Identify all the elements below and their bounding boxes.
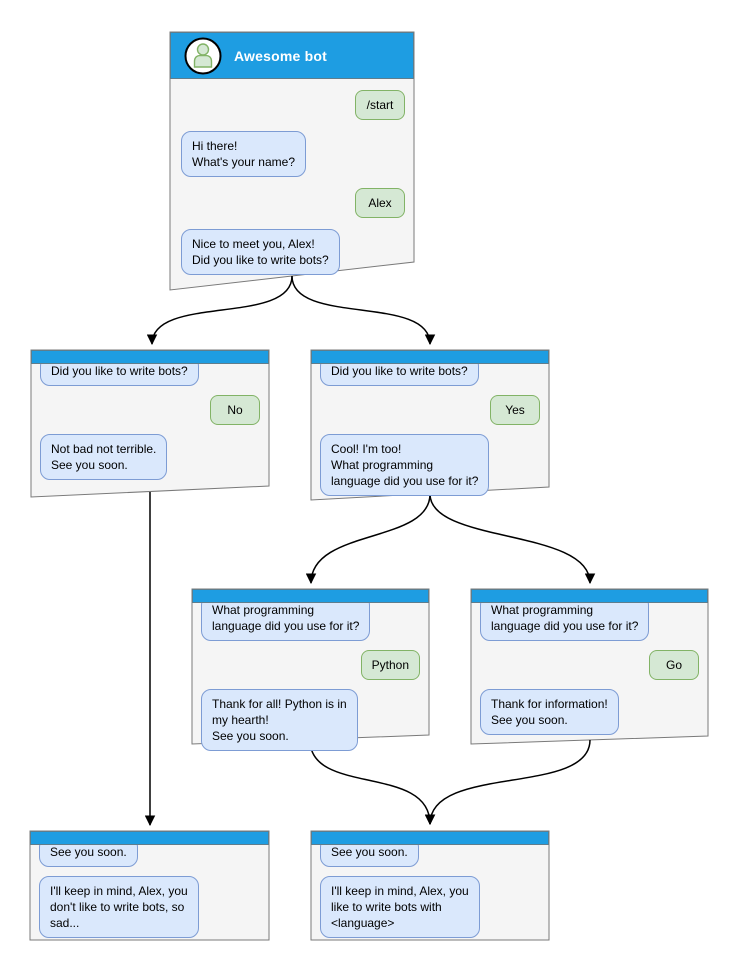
message-list: See you soon. I'll keep in mind, Alex, y…	[311, 837, 549, 938]
arrow-go-to-end-yes	[424, 739, 591, 826]
bot-message-bubble: Nice to meet you, Alex! Did you like to …	[181, 229, 340, 275]
window-header	[471, 589, 708, 603]
user-message-bubble: Go	[649, 650, 699, 680]
user-message-bubble: /start	[355, 90, 405, 120]
arrow-start-to-yes	[291, 275, 436, 346]
chat-window-no-branch: Did you like to write bots? No Not bad n…	[31, 350, 269, 497]
bot-message-bubble: Cool! I'm too! What programming language…	[320, 434, 490, 496]
user-message-bubble: No	[210, 395, 260, 425]
window-header	[192, 589, 429, 603]
message-list: What programming language did you use fo…	[471, 595, 708, 735]
bot-message-bubble: Hi there! What's your name?	[181, 131, 307, 177]
user-message-bubble: Alex	[355, 188, 405, 218]
arrow-yes-to-go	[429, 493, 596, 585]
window-title: Awesome bot	[234, 47, 327, 64]
arrow-yes-to-python	[305, 493, 431, 585]
bot-message-bubble: I'll keep in mind, Alex, you like to wri…	[320, 876, 480, 938]
bot-message-bubble: Thank for all! Python is in my hearth! S…	[201, 689, 358, 751]
message-list: What programming language did you use fo…	[192, 595, 429, 751]
chat-window-python-branch: What programming language did you use fo…	[192, 589, 429, 751]
person-icon	[184, 37, 222, 74]
bot-message-bubble: Thank for information! See you soon.	[480, 689, 619, 735]
window-header	[31, 350, 269, 364]
arrow-python-to-end-yes	[309, 739, 436, 826]
user-message-bubble: Python	[360, 650, 420, 680]
chat-window-yes-branch: Did you like to write bots? Yes Cool! I'…	[311, 350, 549, 500]
message-list: See you soon. I'll keep in mind, Alex, y…	[30, 837, 269, 938]
message-list: Did you like to write bots? No Not bad n…	[31, 356, 269, 480]
chat-window-main: Awesome bot /start Hi there! What's your…	[170, 32, 414, 290]
message-list: /start Hi there! What's your name? Alex …	[170, 79, 414, 275]
bot-message-bubble: Not bad not terrible. See you soon.	[40, 434, 168, 480]
arrow-start-to-no	[146, 275, 293, 346]
window-header	[311, 350, 549, 364]
user-message-bubble: Yes	[490, 395, 540, 425]
bot-message-bubble: I'll keep in mind, Alex, you don't like …	[39, 876, 199, 938]
window-header	[311, 831, 549, 845]
chat-window-go-branch: What programming language did you use fo…	[471, 589, 708, 744]
window-header: Awesome bot	[170, 32, 414, 79]
chat-window-end-no: See you soon. I'll keep in mind, Alex, y…	[30, 831, 269, 940]
message-list: Did you like to write bots? Yes Cool! I'…	[311, 356, 549, 496]
window-header	[30, 831, 269, 845]
chat-window-end-yes: See you soon. I'll keep in mind, Alex, y…	[311, 831, 549, 940]
